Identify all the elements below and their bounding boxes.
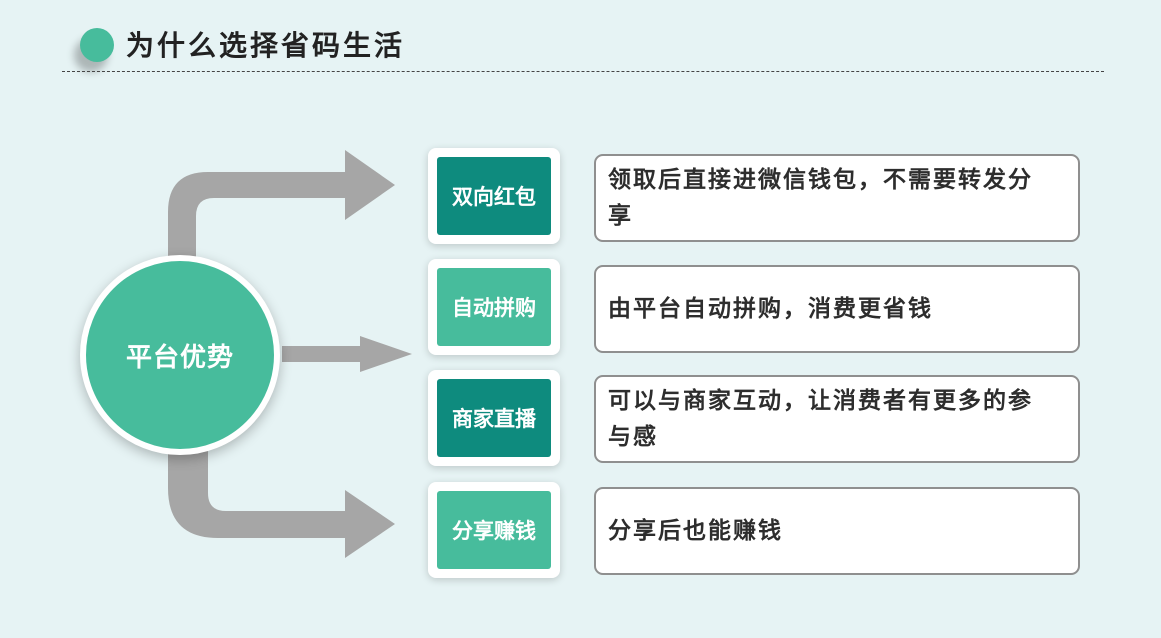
page-title: 为什么选择省码生活 xyxy=(126,29,406,62)
tag-card-2: 自动拼购 xyxy=(428,259,560,355)
desc-box-4: 分享后也能赚钱 xyxy=(594,487,1080,575)
page-header: 为什么选择省码生活 xyxy=(0,0,1161,80)
tag-label-3: 商家直播 xyxy=(437,379,551,457)
title-divider xyxy=(62,71,1104,72)
tag-card-4: 分享赚钱 xyxy=(428,482,560,578)
desc-box-2: 由平台自动拼购，消费更省钱 xyxy=(594,265,1080,353)
desc-box-1: 领取后直接进微信钱包，不需要转发分享 xyxy=(594,154,1080,242)
arrow-top xyxy=(168,150,395,260)
desc-box-3: 可以与商家互动，让消费者有更多的参与感 xyxy=(594,375,1080,463)
hub-circle: 平台优势 xyxy=(80,255,280,455)
tag-label-4: 分享赚钱 xyxy=(437,491,551,569)
tag-label-1: 双向红包 xyxy=(437,157,551,235)
arrow-middle xyxy=(282,336,412,372)
title-dot-icon xyxy=(80,28,114,62)
tag-card-1: 双向红包 xyxy=(428,148,560,244)
tag-label-2: 自动拼购 xyxy=(437,268,551,346)
arrow-bottom xyxy=(168,450,395,558)
tag-card-3: 商家直播 xyxy=(428,370,560,466)
